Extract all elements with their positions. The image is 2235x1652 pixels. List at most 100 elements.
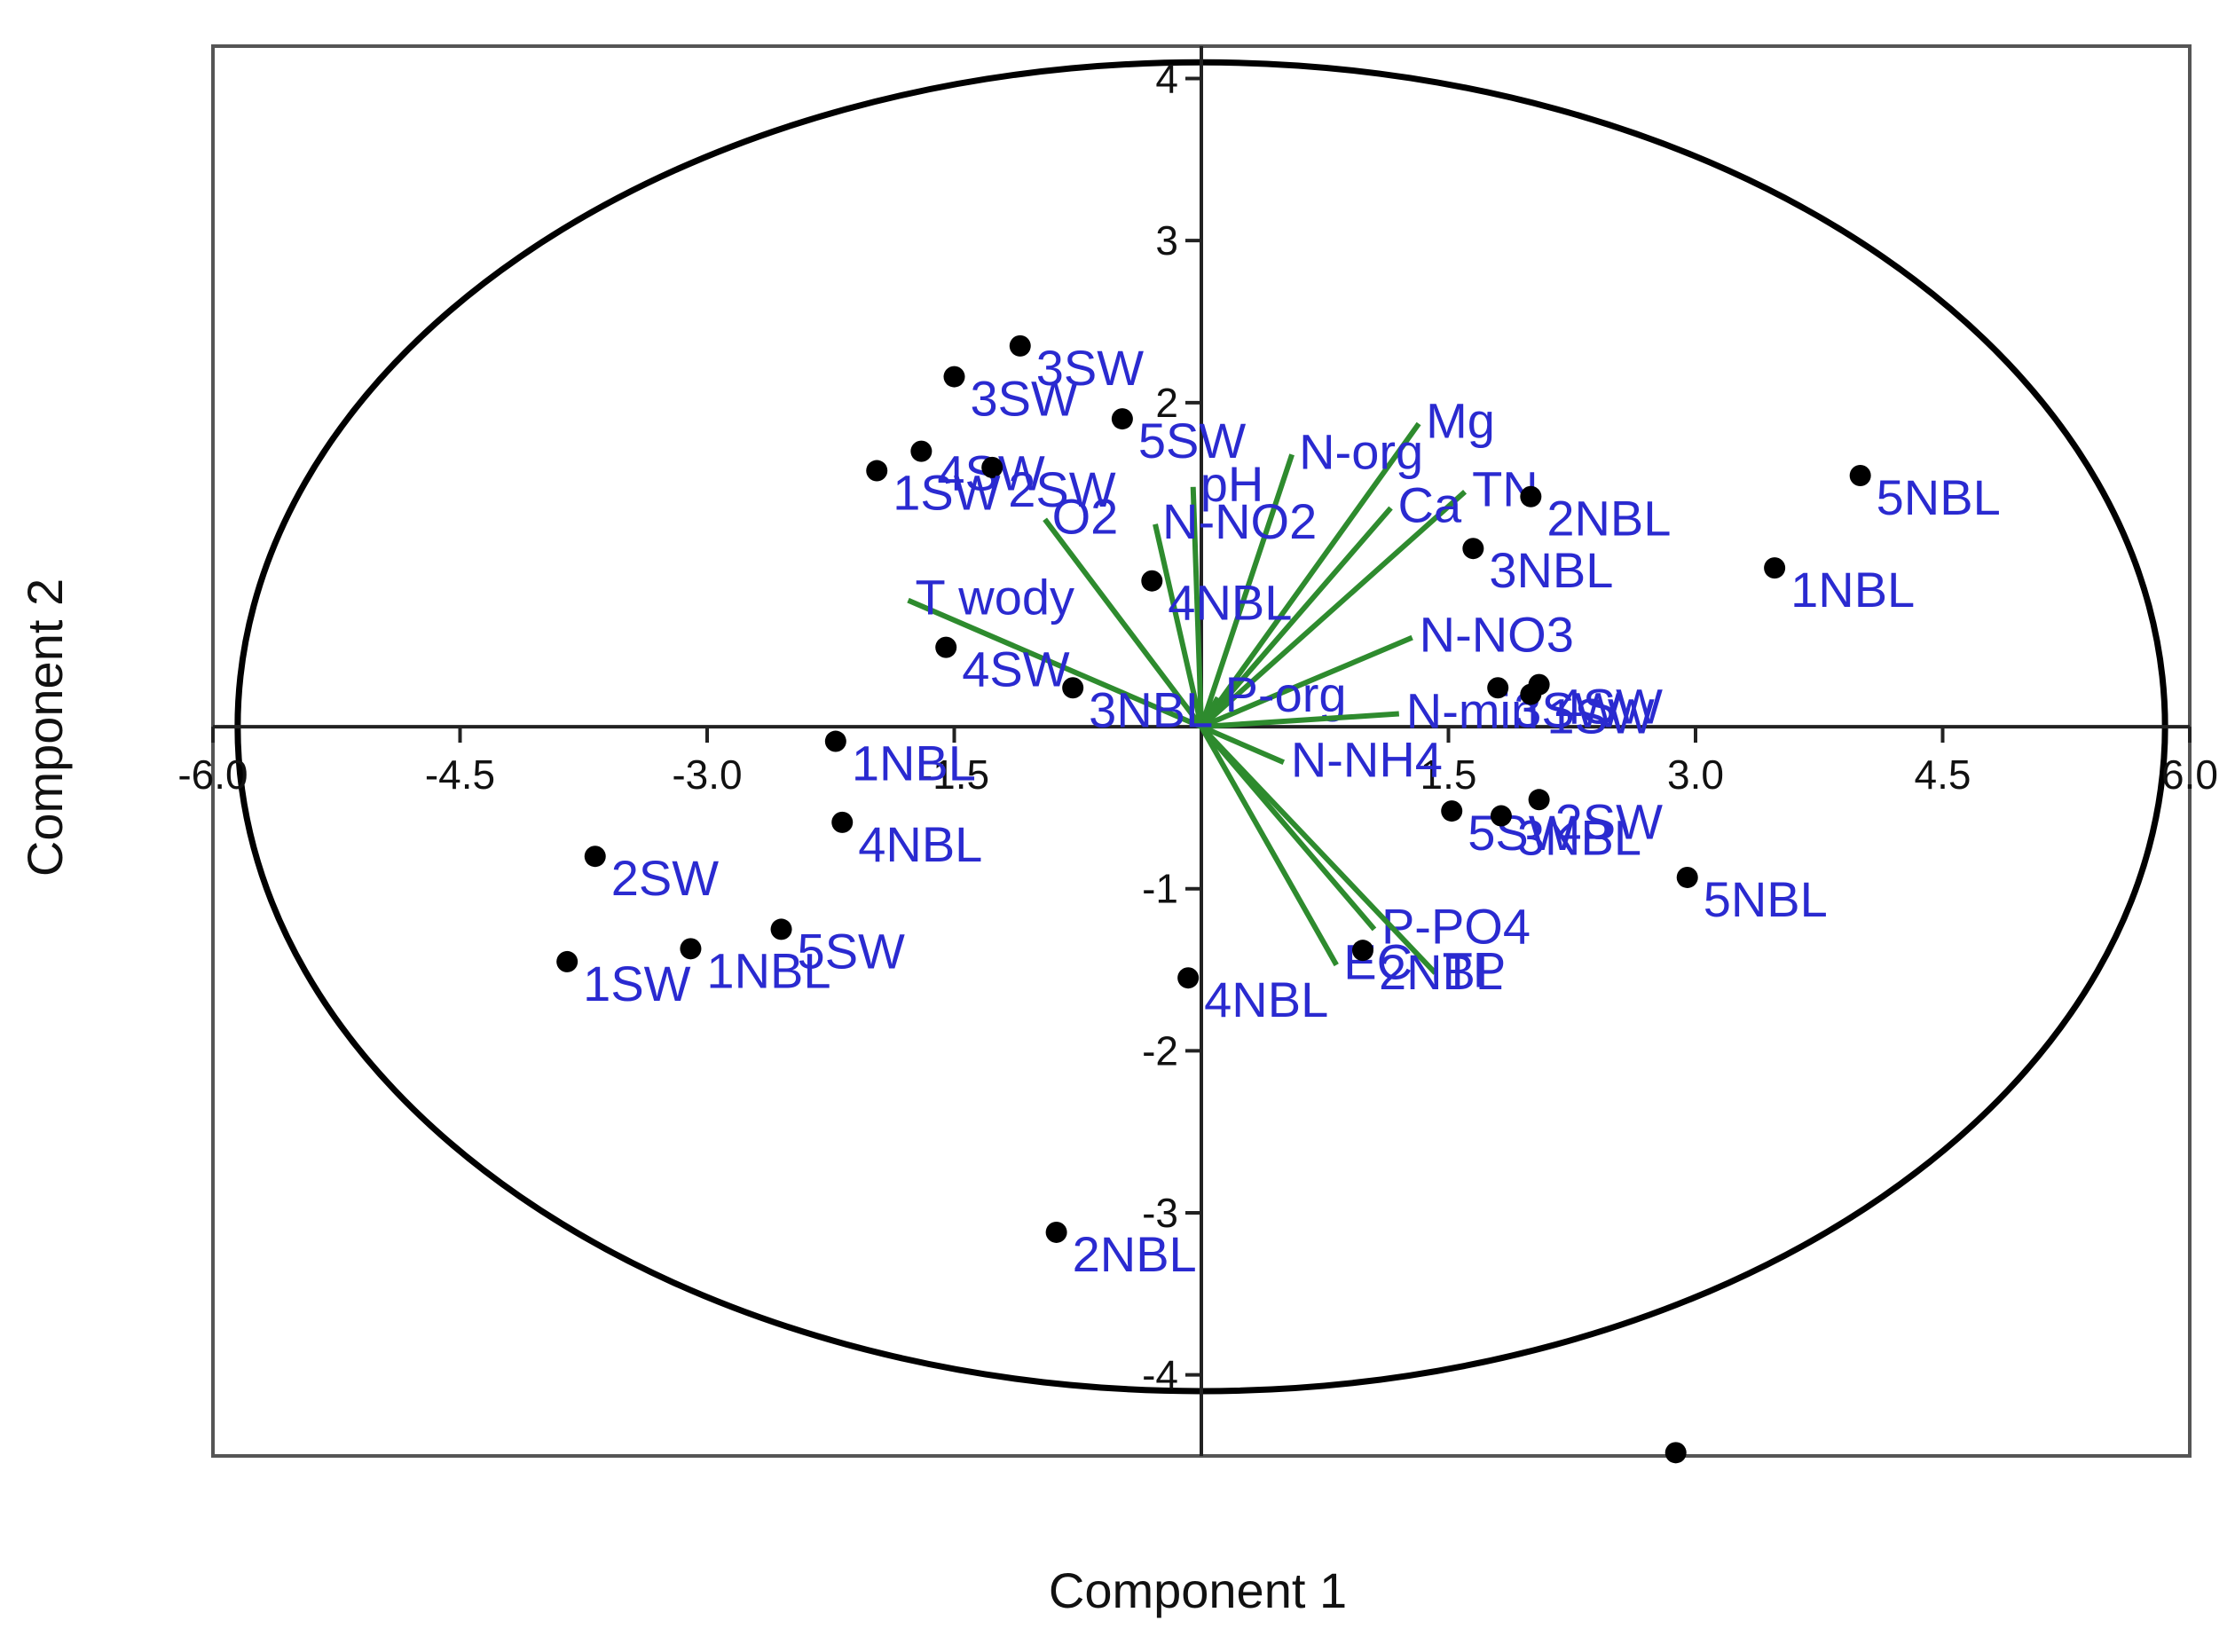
point-label: 2SW	[1008, 461, 1115, 517]
vector-label: TP	[1443, 942, 1507, 998]
zero-axes-layer	[213, 46, 2190, 1456]
score-point	[1009, 334, 1031, 357]
loading-vector	[1043, 517, 1204, 728]
vector-label: N-org	[1299, 423, 1423, 479]
score-point	[1520, 683, 1542, 705]
score-point	[1441, 800, 1463, 822]
x-tick-label: 1.5	[1420, 751, 1477, 798]
point-label: 1SW	[583, 956, 690, 1011]
point-label: 1NBL	[1790, 562, 1915, 618]
score-point	[1141, 570, 1163, 592]
loading-vector	[1199, 725, 1437, 975]
y-tick-label: 3	[1155, 217, 1178, 264]
x-tick-label: -1.5	[919, 751, 989, 798]
point-label: 3SW	[1036, 340, 1144, 396]
y-tick-label: -4	[1142, 1352, 1178, 1398]
vector-label: O2	[1052, 488, 1119, 544]
score-point	[1177, 967, 1200, 989]
loading-vector	[1199, 421, 1421, 728]
score-point	[680, 938, 702, 960]
point-label: 5SW	[1468, 805, 1575, 861]
loading-vector	[1190, 486, 1204, 728]
score-point	[981, 456, 1003, 478]
score-point	[1490, 805, 1512, 827]
point-label: 4SW	[962, 641, 1069, 697]
point-label: 4NBL	[858, 816, 982, 872]
loading-vector	[1199, 696, 1221, 728]
point-label: 1NBL	[706, 942, 830, 998]
point-label: 1NBL	[852, 736, 976, 791]
y-ticks-layer: -4 -3 -2 -1 2 3 4	[1142, 56, 1201, 1398]
vector-label: N-NO3	[1420, 607, 1574, 663]
loading-vector	[1199, 725, 1339, 967]
x-tick-label: -3.0	[672, 751, 742, 798]
score-point	[1528, 789, 1550, 811]
loading-vector	[1153, 523, 1204, 728]
vector-label: N-NO2	[1162, 493, 1317, 549]
loading-vector	[1200, 724, 1286, 766]
score-point	[1520, 485, 1542, 507]
vector-label: P-org	[1225, 666, 1347, 722]
score-point	[831, 811, 854, 833]
score-point	[943, 366, 965, 388]
y-tick-label: 4	[1155, 56, 1178, 102]
score-point	[556, 950, 578, 972]
score-point	[935, 636, 957, 658]
x-tick-label: -4.5	[425, 751, 495, 798]
score-point	[866, 460, 888, 482]
x-tick-label: 4.5	[1915, 751, 1971, 798]
score-point	[1849, 465, 1871, 487]
point-label: 5SW	[798, 923, 905, 979]
axis-titles-layer: Component 1 Component 2	[17, 578, 1347, 1618]
x-axis-title: Component 1	[1049, 1562, 1347, 1618]
point-label: 2NBL	[1546, 491, 1671, 547]
score-point	[1111, 408, 1133, 430]
point-label: 2SW	[1555, 793, 1663, 849]
y-tick-label: -3	[1142, 1190, 1178, 1236]
loading-vector	[1199, 453, 1295, 728]
score-point	[1676, 866, 1698, 888]
y-tick-label: 2	[1155, 380, 1178, 426]
point-label: 4NBL	[1204, 972, 1328, 1027]
x-tick-label: 3.0	[1667, 751, 1724, 798]
score-point	[1487, 677, 1509, 699]
x-tick-label: -6.0	[177, 751, 248, 798]
x-tick-label: 6.0	[2161, 751, 2218, 798]
x-ticks-layer: -6.0 -4.5 -3.0 -1.5 1.5 3.0 4.5 6.0	[177, 727, 2218, 798]
point-label: 3NBL	[1089, 681, 1213, 737]
score-point	[1664, 1442, 1687, 1464]
point-label: 3NBL	[1489, 542, 1613, 598]
score-point	[1045, 1221, 1067, 1243]
vector-label: T wody	[916, 570, 1074, 625]
point-label: 4SW	[1555, 679, 1663, 735]
score-point	[1462, 538, 1484, 560]
loading-vector	[1200, 490, 1468, 729]
point-label: 5NBL	[1877, 469, 2001, 525]
y-tick-label: -2	[1142, 1027, 1178, 1074]
score-point	[910, 440, 933, 462]
vector-label: pH	[1200, 456, 1264, 512]
point-label: 2SW	[611, 850, 719, 906]
point-label: 5SW	[1138, 413, 1246, 468]
vector-label: N-min	[1406, 682, 1539, 738]
point-label: 3SW	[971, 371, 1078, 427]
point-label: 1SW	[893, 465, 1000, 521]
score-point	[770, 918, 792, 940]
y-tick-label: -1	[1142, 866, 1178, 912]
vector-label: Mg	[1426, 393, 1495, 449]
loading-vector	[907, 597, 1203, 729]
vector-label: N-NH4	[1291, 731, 1443, 787]
score-point	[1764, 557, 1786, 579]
score-point	[824, 730, 846, 752]
score-points-layer: 3SW3SW4SW2SW1SW5SW4NBL4SW3NBL1NBL4NBL2SW…	[556, 334, 2001, 1464]
point-label: 2NBL	[1379, 944, 1503, 1000]
point-label: 1SW	[1546, 688, 1654, 744]
y-axis-title: Component 2	[17, 578, 73, 877]
point-label: 4NBL	[1168, 575, 1292, 631]
loading-vector	[1200, 711, 1399, 730]
point-label: 3NBL	[1517, 810, 1641, 866]
loading-vector	[1199, 506, 1393, 729]
point-label: 5NBL	[1704, 871, 1828, 927]
